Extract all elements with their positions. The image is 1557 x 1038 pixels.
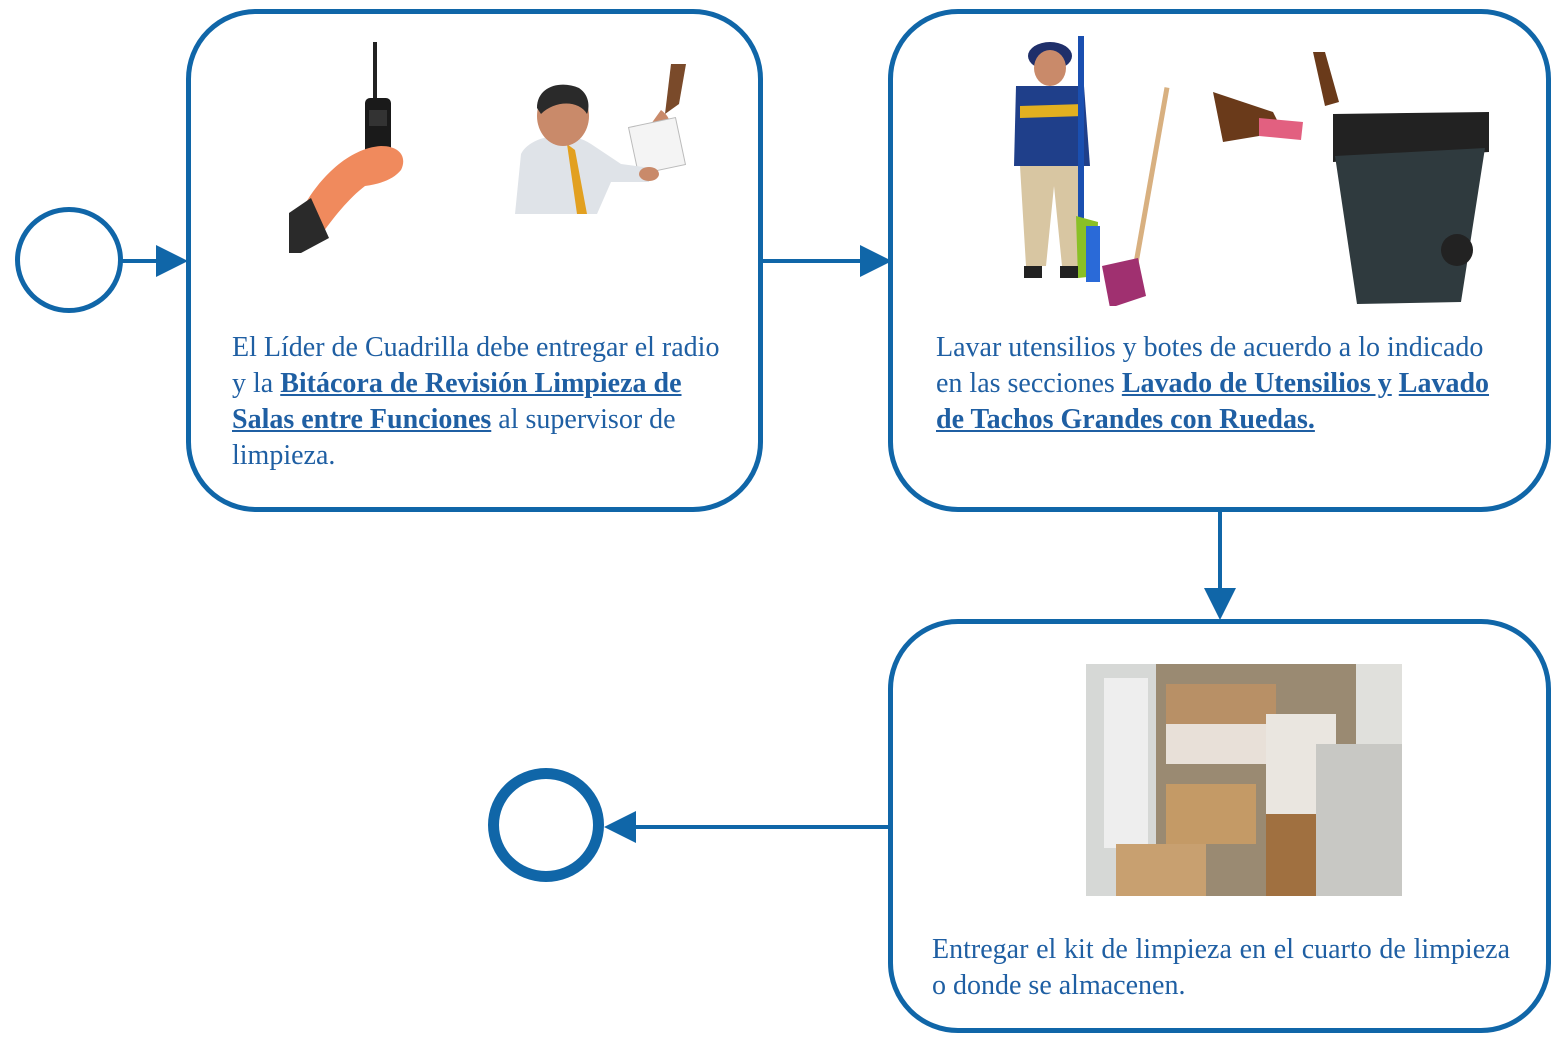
- step-1-text-part-2: al supervisor de limpieza.: [232, 404, 676, 471]
- step-3-box: Entregar el kit de limpieza en el cuarto…: [888, 619, 1551, 1033]
- start-event: [15, 207, 123, 313]
- lavado-utensilios-link[interactable]: Lavado de Utensilios y: [1121, 368, 1392, 399]
- step-1-box: El Líder de Cuadrilla debe entregar el r…: [186, 9, 763, 512]
- step-3-text: Entregar el kit de limpieza en el cuarto…: [932, 932, 1510, 1004]
- step-2-box: Lavar utensilios y botes de acuerdo a lo…: [888, 9, 1551, 512]
- step-3-text-part-1: Entregar el kit de limpieza en el cuarto…: [932, 934, 1510, 1001]
- step-1-text-part-1: El Líder de Cuadrilla debe entregar el r…: [232, 332, 720, 399]
- end-event: [488, 768, 604, 882]
- step-2-text: Lavar utensilios y botes de acuerdo a lo…: [936, 330, 1496, 438]
- lavado-tachos-link[interactable]: Lavado de Tachos Grandes con Ruedas.: [936, 368, 1490, 435]
- bitacora-link[interactable]: Bitácora de Revisión Limpieza de Salas e…: [232, 368, 682, 435]
- person-cleaning-trash-bin-image: [1213, 52, 1489, 304]
- step-1-text: El Líder de Cuadrilla debe entregar el r…: [232, 330, 732, 474]
- hand-holding-radio-image: [289, 42, 404, 253]
- step-2-text-part-1: Lavar utensilios y botes de acuerdo a lo…: [936, 332, 1484, 399]
- storage-room-photo-image: [1086, 664, 1402, 896]
- worker-with-cleaning-tools-image: [1014, 36, 1170, 306]
- step-2-text-part-2: [1392, 368, 1399, 399]
- man-receiving-document-image: [515, 64, 687, 214]
